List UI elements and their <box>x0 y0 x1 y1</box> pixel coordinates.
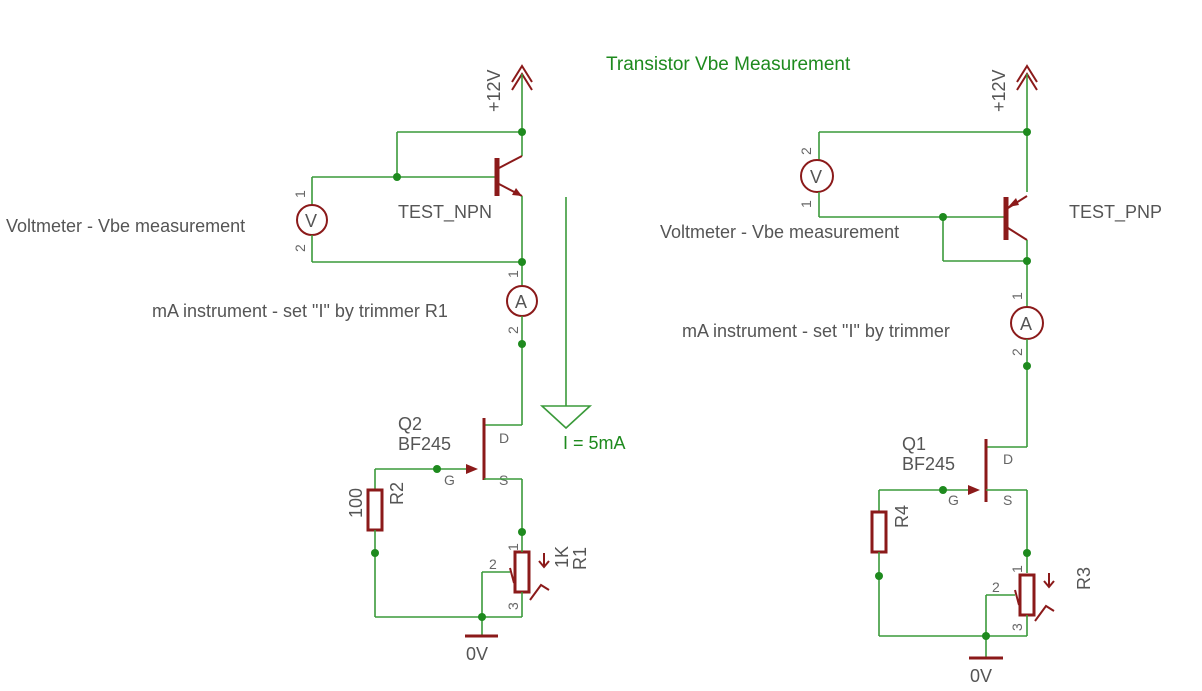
right-junction <box>939 213 947 221</box>
left-supply-symbol <box>511 64 533 132</box>
left-trimmer-r1 <box>509 550 550 601</box>
left-resistor-r2 <box>366 488 384 532</box>
left-junction <box>518 128 526 136</box>
left-jfet-value: BF245 <box>398 434 451 454</box>
left-voltmeter <box>296 200 328 262</box>
right-r3-pin3: 3 <box>1009 623 1025 631</box>
left-jfet-name: Q2 <box>398 414 422 434</box>
right-jfet-value: BF245 <box>902 454 955 474</box>
left-r1-pin2: 2 <box>489 556 497 572</box>
left-r2-name: R2 <box>387 482 407 505</box>
left-junction <box>518 528 526 536</box>
right-pnp-transistor <box>1003 195 1028 241</box>
right-voltmeter <box>800 159 834 193</box>
right-ground-label: 0V <box>970 666 992 686</box>
right-junction <box>875 572 883 580</box>
right-transistor-label: TEST_PNP <box>1069 202 1162 223</box>
left-voltmeter-label: Voltmeter - Vbe measurement <box>6 216 245 236</box>
right-junction <box>1023 362 1031 370</box>
right-supply-label: +12V <box>989 69 1009 112</box>
left-r1-value: 1K <box>552 546 572 568</box>
right-junction <box>982 632 990 640</box>
right-ammeter-symbol: A <box>1020 314 1032 334</box>
left-current-note: I = 5mA <box>563 433 626 453</box>
left-junction <box>518 340 526 348</box>
left-jfet-pin-g: G <box>444 472 455 488</box>
right-junction <box>1023 257 1031 265</box>
left-transistor-label: TEST_NPN <box>398 202 492 223</box>
left-voltmeter-pin1: 1 <box>292 190 308 198</box>
left-ammeter-pin2: 2 <box>505 326 521 334</box>
left-r2-value: 100 <box>346 488 366 518</box>
right-jfet-name: Q1 <box>902 434 926 454</box>
left-r1-name: R1 <box>570 547 590 570</box>
right-ammeter-pin2: 2 <box>1009 348 1025 356</box>
left-voltmeter-pin2: 2 <box>292 244 308 252</box>
right-circuit: +12V V 2 1 Voltmeter - Vbe measurement T… <box>660 64 1162 686</box>
right-junction <box>939 486 947 494</box>
left-r1-pin1: 1 <box>505 543 521 551</box>
right-ammeter-pin1: 1 <box>1009 292 1025 300</box>
left-r1-pin3: 3 <box>505 602 521 610</box>
right-r3-pin2: 2 <box>992 579 1000 595</box>
left-junction <box>478 613 486 621</box>
right-voltmeter-pin1: 1 <box>798 200 814 208</box>
left-jfet-pin-s: S <box>499 472 508 488</box>
left-npn-transistor <box>494 155 523 197</box>
left-current-arrow <box>539 197 593 430</box>
right-voltmeter-label: Voltmeter - Vbe measurement <box>660 222 899 242</box>
right-jfet-pin-g: G <box>948 492 959 508</box>
left-jfet-q2 <box>466 418 486 480</box>
right-voltmeter-pin2: 2 <box>798 147 814 155</box>
right-trimmer-r3 <box>1014 573 1055 622</box>
right-voltmeter-symbol: V <box>810 167 822 187</box>
right-jfet-q1 <box>968 439 988 502</box>
right-jfet-pin-s: S <box>1003 492 1012 508</box>
right-ammeter-label: mA instrument - set "I" by trimmer <box>682 321 950 341</box>
right-r3-name: R3 <box>1074 567 1094 590</box>
left-junction <box>393 173 401 181</box>
left-junction <box>433 465 441 473</box>
left-ammeter-symbol: A <box>515 292 527 312</box>
right-junction <box>1023 128 1031 136</box>
left-circuit: +12V TEST_NPN V 1 2 Voltmeter - Vbe meas… <box>6 64 626 664</box>
left-ammeter-label: mA instrument - set "I" by trimmer R1 <box>152 301 448 321</box>
right-r3-pin1: 1 <box>1009 565 1025 573</box>
right-jfet-pin-d: D <box>1003 451 1013 467</box>
left-supply-label: +12V <box>484 69 504 112</box>
left-voltmeter-symbol: V <box>305 211 317 231</box>
right-junction <box>1023 549 1031 557</box>
left-jfet-pin-d: D <box>499 430 509 446</box>
left-junction <box>371 549 379 557</box>
left-junction <box>518 258 526 266</box>
right-resistor-r4 <box>870 510 888 554</box>
diagram-title: Transistor Vbe Measurement <box>606 54 851 75</box>
right-supply-symbol <box>1016 64 1038 132</box>
right-r4-name: R4 <box>892 505 912 528</box>
left-ammeter-pin1: 1 <box>505 270 521 278</box>
left-ground-label: 0V <box>466 644 488 664</box>
